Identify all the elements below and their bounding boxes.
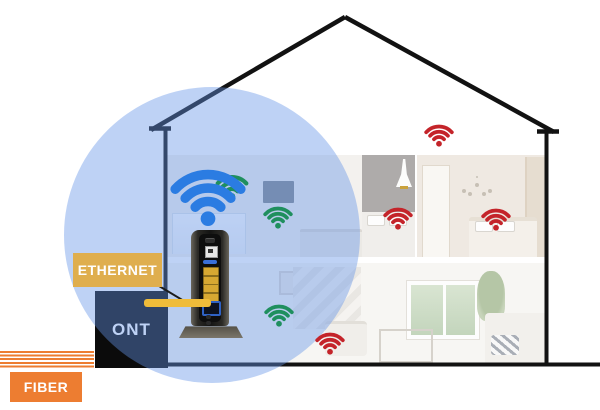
wall-tv (263, 181, 294, 203)
ethernet-label: ETHERNET (73, 253, 162, 287)
chandelier (475, 183, 479, 187)
lower-living-room-photo (167, 263, 545, 366)
router-lan-port-1 (203, 267, 219, 276)
roof-left-line (149, 15, 347, 132)
router-blue-slot (203, 260, 217, 264)
router-wan-port (205, 246, 218, 258)
upper-left-bedroom-photo (167, 155, 415, 257)
router-led (206, 315, 211, 319)
router-led (206, 321, 211, 325)
staircase (293, 267, 361, 329)
ethernet-cable (144, 299, 211, 307)
striped-pillow (491, 335, 519, 355)
fiber-cable-lines (0, 351, 94, 368)
pendant-lamp-tip (400, 186, 408, 189)
router (178, 226, 244, 338)
house-plant (477, 271, 505, 321)
coffee-table (379, 329, 433, 363)
hallway-door (422, 165, 450, 257)
bed (300, 229, 362, 257)
router-stand (179, 326, 243, 338)
upper-right-bedroom-photo (417, 155, 545, 257)
pillow (367, 215, 385, 226)
roof-right-line (343, 15, 556, 134)
router-button (205, 238, 215, 243)
pillow (475, 221, 493, 232)
fiber-label: FIBER (10, 372, 82, 402)
router-lan-port-3 (203, 284, 219, 293)
ont-label: ONT (112, 319, 151, 339)
